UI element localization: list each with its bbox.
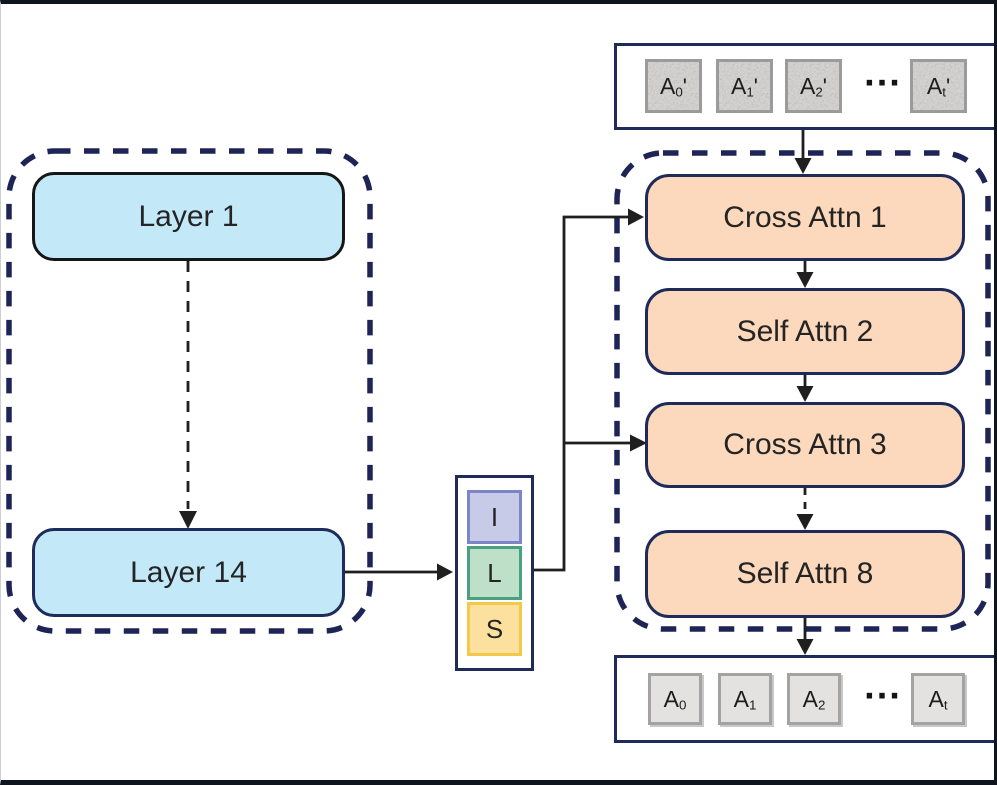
arrow-self8-to-output-tokens [796,618,814,655]
ils-selector-box: I L S [455,475,534,671]
noise-texture [719,62,770,110]
arrow-self2-to-cross3 [796,375,814,402]
self-attn-8-label: Self Attn 8 [736,557,874,590]
cross-attn-1-label: Cross Attn 1 [723,200,887,234]
cross-attn-3-box: Cross Attn 3 [645,402,965,488]
selector-cell-s: S [467,602,522,656]
layer-14-box: Layer 14 [32,528,345,617]
selector-cell-i-label: I [490,501,499,532]
arrow-cross3-to-self8-dashed [796,488,814,530]
arrow-cross1-to-self2 [796,261,814,288]
self-attn-8-box: Self Attn 8 [645,530,965,618]
layer-1-box: Layer 1 [32,172,345,261]
output-tokens-ellipsis: ... [864,664,902,707]
arrow-input-tokens-to-cross-attn-1 [794,130,812,174]
self-attn-2-box: Self Attn 2 [645,288,965,375]
left-group-dashed-border [6,148,373,634]
input-tokens-ellipsis: ... [864,52,902,95]
noise-texture [648,62,699,110]
layer-1-label: Layer 1 [138,199,239,233]
noise-texture [913,62,964,110]
arrow-layer1-to-layer14 [179,261,197,529]
selector-cell-i: I [467,490,522,544]
selector-cell-l-label: L [487,557,502,588]
selector-cell-l: L [467,546,522,600]
self-attn-2-label: Self Attn 2 [736,314,874,348]
wire-selector-to-cross-attn [533,208,647,572]
arrow-layer14-to-selector [345,563,453,581]
cross-attn-3-label: Cross Attn 3 [723,428,887,461]
layer-14-label: Layer 14 [130,555,247,589]
wires-layer [6,130,991,655]
cross-attn-1-box: Cross Attn 1 [645,174,965,261]
noise-texture [788,62,839,110]
selector-cell-s-label: S [485,613,504,644]
